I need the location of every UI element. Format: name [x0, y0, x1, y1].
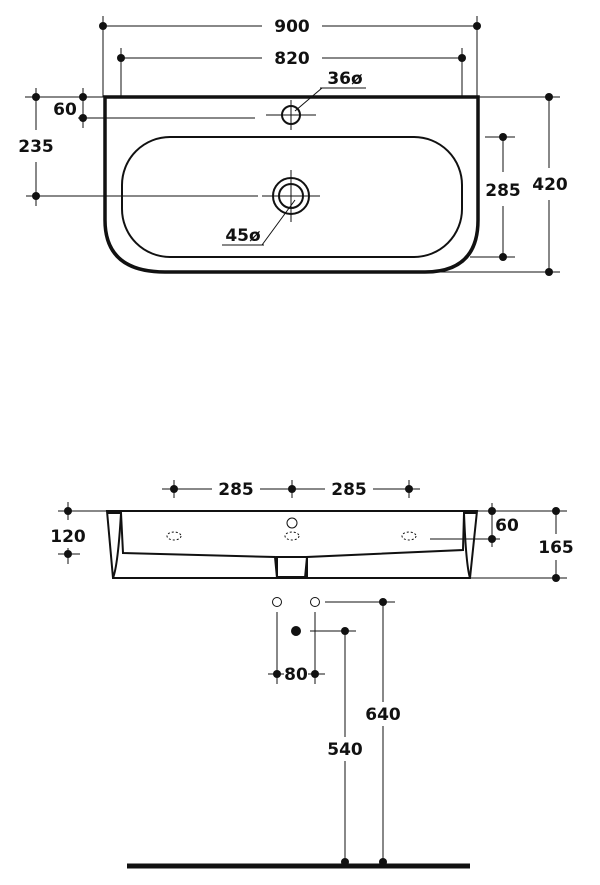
- dim-540: 540: [310, 627, 363, 866]
- svg-text:60: 60: [53, 100, 77, 120]
- svg-text:540: 540: [327, 740, 363, 760]
- svg-text:640: 640: [365, 705, 401, 725]
- svg-text:120: 120: [50, 527, 86, 547]
- svg-text:165: 165: [538, 538, 574, 558]
- dim-tap-diameter: 36ø: [294, 69, 366, 112]
- svg-text:45ø: 45ø: [225, 226, 260, 246]
- drain-hole: [262, 170, 320, 222]
- dim-820: 820: [117, 48, 466, 97]
- dim-640: 640: [325, 598, 401, 866]
- side-view: 285 285 120 60 165: [50, 480, 574, 869]
- svg-text:285: 285: [485, 181, 521, 201]
- tap-hole: [266, 100, 316, 130]
- svg-text:285: 285: [331, 480, 367, 500]
- svg-text:235: 235: [18, 137, 54, 157]
- dim-120: 120: [50, 502, 107, 564]
- basin-outline: [103, 95, 480, 274]
- dim-235: 235: [18, 88, 258, 206]
- svg-text:820: 820: [274, 49, 310, 69]
- pipe-connections: 80: [268, 597, 325, 685]
- top-view: 900 820 60 235 36ø: [18, 16, 568, 276]
- dim-900: 900: [99, 16, 481, 97]
- dim-60-top: 60: [25, 88, 255, 128]
- svg-text:60: 60: [495, 516, 519, 536]
- dim-285-holes: 285 285: [162, 480, 420, 500]
- dim-420: 420: [440, 93, 568, 276]
- bowl-outline: [121, 136, 463, 258]
- svg-text:36ø: 36ø: [327, 69, 362, 89]
- svg-text:420: 420: [532, 175, 568, 195]
- dim-drain-diameter: 45ø: [222, 199, 296, 246]
- svg-text:285: 285: [218, 480, 254, 500]
- dim-285-bowl: 285: [470, 133, 521, 261]
- basin-side-outline: [105, 510, 479, 579]
- dim-60-side: 60: [430, 503, 519, 547]
- svg-text:900: 900: [274, 17, 310, 37]
- svg-text:80: 80: [284, 665, 308, 685]
- dim-165: 165: [470, 507, 574, 582]
